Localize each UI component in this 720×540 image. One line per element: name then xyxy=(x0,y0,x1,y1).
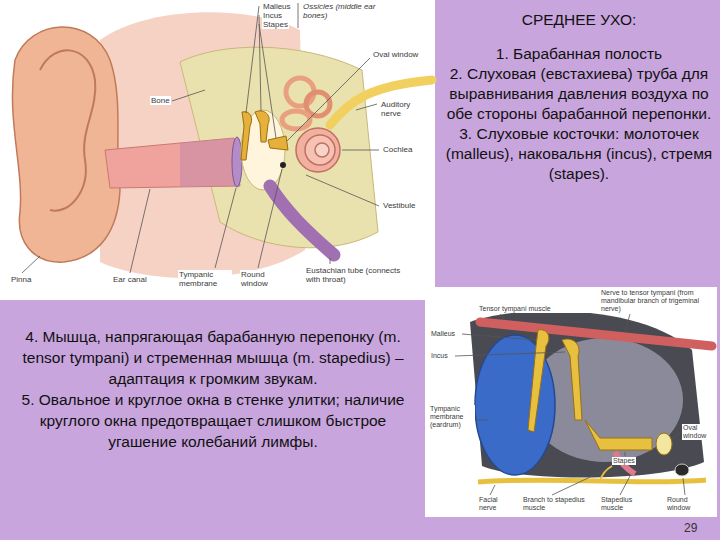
leader-line xyxy=(356,104,377,110)
page-number: 29 xyxy=(684,521,697,535)
leader-line xyxy=(22,256,40,273)
slide-title: СРЕДНЕЕ УХО: xyxy=(443,10,715,30)
leader-line xyxy=(620,476,630,495)
oval-window-shape xyxy=(656,433,672,455)
leader-lines xyxy=(455,314,685,495)
part-label: Eustachian tube (connects with throat) xyxy=(305,266,407,284)
eardrum-shape xyxy=(232,137,242,187)
tensor-tympani-shape xyxy=(480,322,712,346)
image-panel xyxy=(0,0,435,300)
part-label: Round window xyxy=(666,496,712,512)
bracket xyxy=(298,3,299,28)
part-label: Facial nerve xyxy=(478,496,514,512)
semicircular-canal xyxy=(306,92,330,116)
leader-line xyxy=(490,485,495,495)
pinna-fold xyxy=(40,50,95,210)
auditory-nerve-shape xyxy=(330,80,432,125)
list-item: 2. Слуховая (евстахиева) труба для вырав… xyxy=(443,64,715,124)
leader-lines xyxy=(22,3,379,273)
leader-line xyxy=(683,478,685,495)
image-panel xyxy=(425,287,717,517)
part-label: Round window xyxy=(240,270,286,288)
facial-nerve-shape xyxy=(478,480,706,482)
incus-bone xyxy=(562,339,582,420)
leader-line xyxy=(625,452,626,456)
part-label: Incus xyxy=(430,352,449,360)
ear-canal-shape xyxy=(105,138,240,188)
text-column: 4. Мышца, напрягающая барабанную перепон… xyxy=(8,326,418,452)
eustachian-tube-shape xyxy=(270,186,334,255)
round-window-shape xyxy=(675,464,689,476)
part-label: Stapedius muscle xyxy=(600,496,650,512)
part-label: Tympanic membrane xyxy=(178,270,232,288)
stapes-bone xyxy=(585,420,652,450)
leader-line xyxy=(552,470,605,495)
leader-line xyxy=(625,314,630,332)
leader-line xyxy=(259,24,276,138)
part-label: Malleus xyxy=(262,2,292,11)
leader-line xyxy=(500,314,505,320)
part-label: Bone xyxy=(150,96,171,105)
part-label: Incus xyxy=(262,11,283,20)
cochlea-turn xyxy=(305,135,335,165)
malleus-bone xyxy=(241,112,252,160)
nerve-branch xyxy=(600,466,612,481)
part-label: Malleus xyxy=(430,330,456,338)
list-item: 1. Барабанная полость xyxy=(443,44,715,64)
leader-line xyxy=(258,169,282,268)
leader-line xyxy=(455,352,565,356)
part-label: Nerve to tensor tympani (from mandibular… xyxy=(600,289,714,313)
leader-line xyxy=(462,334,536,340)
malleus-bone xyxy=(528,330,549,432)
semicircular-canal xyxy=(286,78,314,106)
cochlea-turn xyxy=(315,143,329,157)
text-column: СРЕДНЕЕ УХО: 1. Барабанная полость2. Слух… xyxy=(443,10,715,184)
part-label: Stapes xyxy=(612,457,636,465)
part-label: Oval window xyxy=(682,424,716,440)
part-label: Stapes xyxy=(262,20,289,29)
part-label: Branch to stapedius muscle xyxy=(522,496,588,512)
leader-line xyxy=(330,258,331,264)
part-label: Vestibule xyxy=(382,201,416,210)
canal-shadow xyxy=(180,138,240,187)
list-item: 5. Овальное и круглое окна в стенке улит… xyxy=(8,389,418,452)
leader-line xyxy=(306,175,379,206)
temporal-bone xyxy=(180,47,378,248)
leader-line xyxy=(475,420,488,421)
leader-line xyxy=(172,90,205,101)
leader-line xyxy=(246,6,259,113)
part-label: Tensor tympani muscle xyxy=(478,305,590,313)
round-window-dot xyxy=(280,162,286,168)
cochlea-shape xyxy=(296,128,340,172)
leader-line xyxy=(671,432,681,440)
part-label: Auditory nerve xyxy=(380,100,430,118)
leader-line xyxy=(342,150,379,151)
part-label: Ear canal xyxy=(112,275,148,284)
pinna-shape xyxy=(12,27,120,262)
list-item: 4. Мышца, напрягающая барабанную перепон… xyxy=(8,326,418,389)
part-label: Tympanic membrane (eardrum) xyxy=(429,405,475,429)
leader-line xyxy=(130,189,150,273)
semicircular-canal xyxy=(282,111,310,129)
part-label: Cochlea xyxy=(382,145,413,154)
incus-bone xyxy=(255,111,269,142)
tympanic-cavity xyxy=(241,110,285,190)
leader-line xyxy=(215,188,236,268)
part-label: Oval window xyxy=(372,50,424,59)
list-item: 3. Слуховые косточки: молоточек (malleus… xyxy=(443,124,715,184)
part-label: Pinna xyxy=(10,275,32,284)
group-label: Ossicles (middle ear bones) xyxy=(302,2,384,20)
stapes-bone xyxy=(268,136,288,150)
leader-line xyxy=(287,58,370,141)
